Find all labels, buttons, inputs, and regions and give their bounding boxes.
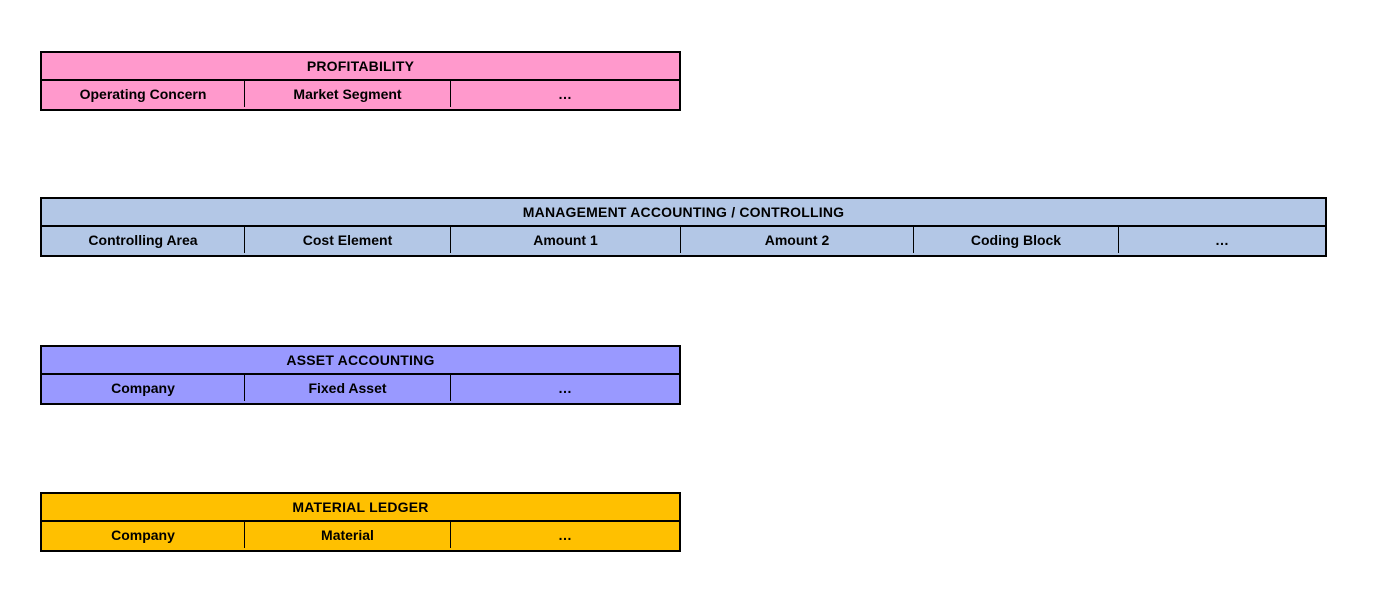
entity-table-asset-accounting[interactable]: ASSET ACCOUNTING Company Fixed Asset … <box>40 345 681 405</box>
field-more-ellipsis[interactable]: … <box>1215 232 1229 248</box>
entity-field-row: Operating Concern Market Segment … <box>42 81 679 109</box>
field-market-segment[interactable]: Market Segment <box>245 81 451 107</box>
entity-table-profitability[interactable]: PROFITABILITY Operating Concern Market S… <box>40 51 681 111</box>
entity-table-controlling[interactable]: MANAGEMENT ACCOUNTING / CONTROLLING Cont… <box>40 197 1327 257</box>
entity-field-row: Company Material … <box>42 522 679 550</box>
field-operating-concern[interactable]: Operating Concern <box>42 81 245 107</box>
field-fixed-asset[interactable]: Fixed Asset <box>245 375 451 401</box>
entity-title-asset-accounting: ASSET ACCOUNTING <box>42 347 679 375</box>
field-company[interactable]: Company <box>42 375 245 401</box>
field-more-ellipsis[interactable]: … <box>558 380 572 396</box>
field-company[interactable]: Company <box>42 522 245 548</box>
field-amount-1[interactable]: Amount 1 <box>451 227 681 253</box>
field-cost-element[interactable]: Cost Element <box>245 227 451 253</box>
field-controlling-area[interactable]: Controlling Area <box>42 227 245 253</box>
entity-table-material-ledger[interactable]: MATERIAL LEDGER Company Material … <box>40 492 681 552</box>
field-more-ellipsis[interactable]: … <box>558 527 572 543</box>
field-material[interactable]: Material <box>245 522 451 548</box>
field-coding-block[interactable]: Coding Block <box>914 227 1119 253</box>
entity-title-profitability: PROFITABILITY <box>42 53 679 81</box>
field-more-ellipsis[interactable]: … <box>558 86 572 102</box>
field-amount-2[interactable]: Amount 2 <box>681 227 914 253</box>
entity-field-row: Company Fixed Asset … <box>42 375 679 403</box>
entity-field-row: Controlling Area Cost Element Amount 1 A… <box>42 227 1325 255</box>
entity-title-controlling: MANAGEMENT ACCOUNTING / CONTROLLING <box>42 199 1325 227</box>
entity-title-material-ledger: MATERIAL LEDGER <box>42 494 679 522</box>
